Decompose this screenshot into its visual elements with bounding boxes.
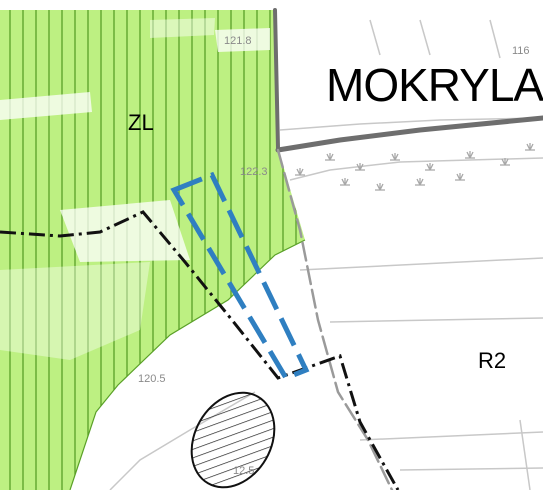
wetland-tuft — [295, 168, 305, 176]
road-lines — [273, 8, 543, 490]
wetland-tuft — [340, 178, 350, 186]
elevation-label: 116 — [512, 45, 530, 57]
wetland-tuft — [415, 178, 425, 186]
elevation-label: 120.5 — [138, 373, 166, 385]
forest-zone-label: ZL — [128, 110, 154, 135]
wetland-tuft — [525, 143, 535, 151]
elevation-label: 121.8 — [224, 35, 252, 47]
wetland-symbols — [295, 143, 535, 191]
planned-corridor — [170, 171, 310, 382]
r2-zone-label: R2 — [478, 348, 507, 373]
wetland-tuft — [325, 153, 335, 161]
wetland-tuft — [355, 163, 365, 171]
administrative-boundary — [0, 210, 400, 490]
wetland-tuft — [455, 173, 465, 181]
hatched-ellipse-area — [190, 391, 276, 489]
wetland-tuft — [375, 183, 385, 191]
forest-clearings — [0, 18, 270, 360]
place-name-label: MOKRYLA — [326, 59, 543, 111]
wetland-tuft — [465, 151, 475, 159]
forest-zone-edge — [69, 239, 306, 490]
elevation-label: 122.3 — [240, 166, 268, 178]
wetland-tuft — [500, 158, 510, 166]
elevation-label: 12.5 — [233, 465, 255, 477]
wetland-tuft — [425, 163, 435, 171]
wetland-tuft — [390, 153, 400, 161]
